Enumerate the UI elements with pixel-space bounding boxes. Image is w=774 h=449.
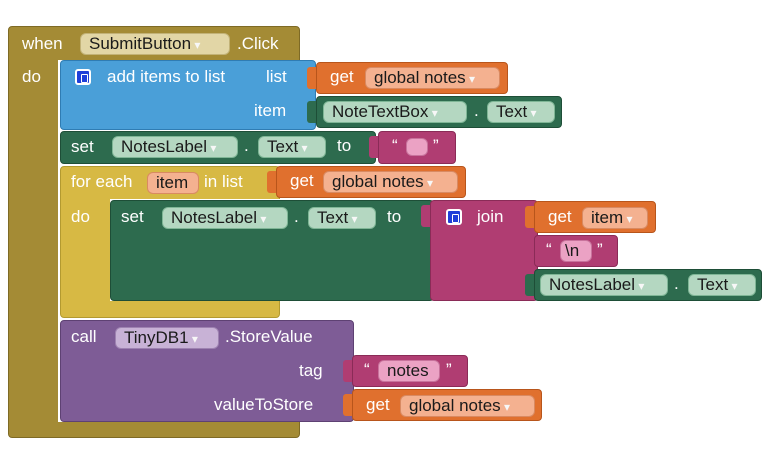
socket-notch [369,136,378,158]
for-each-label: for each [71,172,133,191]
socket-notch [267,171,276,193]
socket-notch [421,205,430,227]
text-property-dropdown[interactable]: Text [308,207,376,229]
noteslabel-dropdown[interactable]: NotesLabel [112,136,238,158]
empty-text-field[interactable] [406,138,428,156]
add-items-to-list-block[interactable] [60,60,316,130]
dot-separator: . [244,136,249,155]
join-label: join [477,207,504,226]
socket-notch [525,274,534,296]
set-label: set [71,137,94,156]
dot-separator: . [474,101,479,120]
tinydb-dropdown[interactable]: TinyDB1 [115,327,219,349]
global-notes-dropdown[interactable]: global notes [323,171,458,193]
close-quote: ” [433,136,439,155]
close-quote: ” [446,360,452,379]
when-label: when [22,34,63,53]
get-label: get [548,207,572,226]
value-to-store-socket-label: valueToStore [214,395,314,414]
list-mutator-icon[interactable] [75,69,91,85]
join-mutator-icon[interactable] [446,209,462,225]
for-each-do-label: do [71,207,90,226]
item-socket-label: item [254,101,287,120]
socket-notch [525,206,534,228]
socket-notch [307,67,316,89]
open-quote: “ [546,240,552,259]
submit-button-dropdown[interactable]: SubmitButton [80,33,230,55]
in-list-label: in list [204,172,243,191]
close-quote: ” [597,240,603,259]
text-property-dropdown[interactable]: Text [258,136,326,158]
get-label: get [366,395,390,414]
open-quote: “ [392,136,398,155]
socket-notch [343,394,352,416]
tag-socket-label: tag [299,361,323,380]
socket-notch [525,240,534,262]
list-socket-label: list [266,67,287,86]
socket-notch [307,101,316,123]
noteslabel-dropdown[interactable]: NotesLabel [162,207,288,229]
global-notes-dropdown[interactable]: global notes [400,395,535,417]
socket-notch [343,360,352,382]
notetextbox-dropdown[interactable]: NoteTextBox [323,101,467,123]
to-label: to [337,136,352,155]
text-property-dropdown[interactable]: Text [487,101,555,123]
item-variable-field[interactable]: item [147,172,199,194]
notes-text-field[interactable]: notes [378,360,440,382]
click-event-label: .Click [237,34,279,53]
set-label: set [121,207,144,226]
newline-text-field[interactable]: \n [560,240,592,262]
noteslabel-dropdown[interactable]: NotesLabel [540,274,668,296]
get-label: get [290,171,314,190]
add-items-label: add items to list [107,67,226,86]
item-variable-dropdown[interactable]: item [582,207,648,229]
open-quote: “ [364,360,370,379]
dot-separator: . [674,274,679,293]
global-notes-dropdown[interactable]: global notes [365,67,500,89]
to-label: to [387,207,402,226]
dot-separator: . [294,207,299,226]
storevalue-method-label: .StoreValue [225,327,313,346]
text-property-dropdown[interactable]: Text [688,274,756,296]
call-label: call [71,327,97,346]
do-label: do [22,67,41,86]
get-label: get [330,67,354,86]
